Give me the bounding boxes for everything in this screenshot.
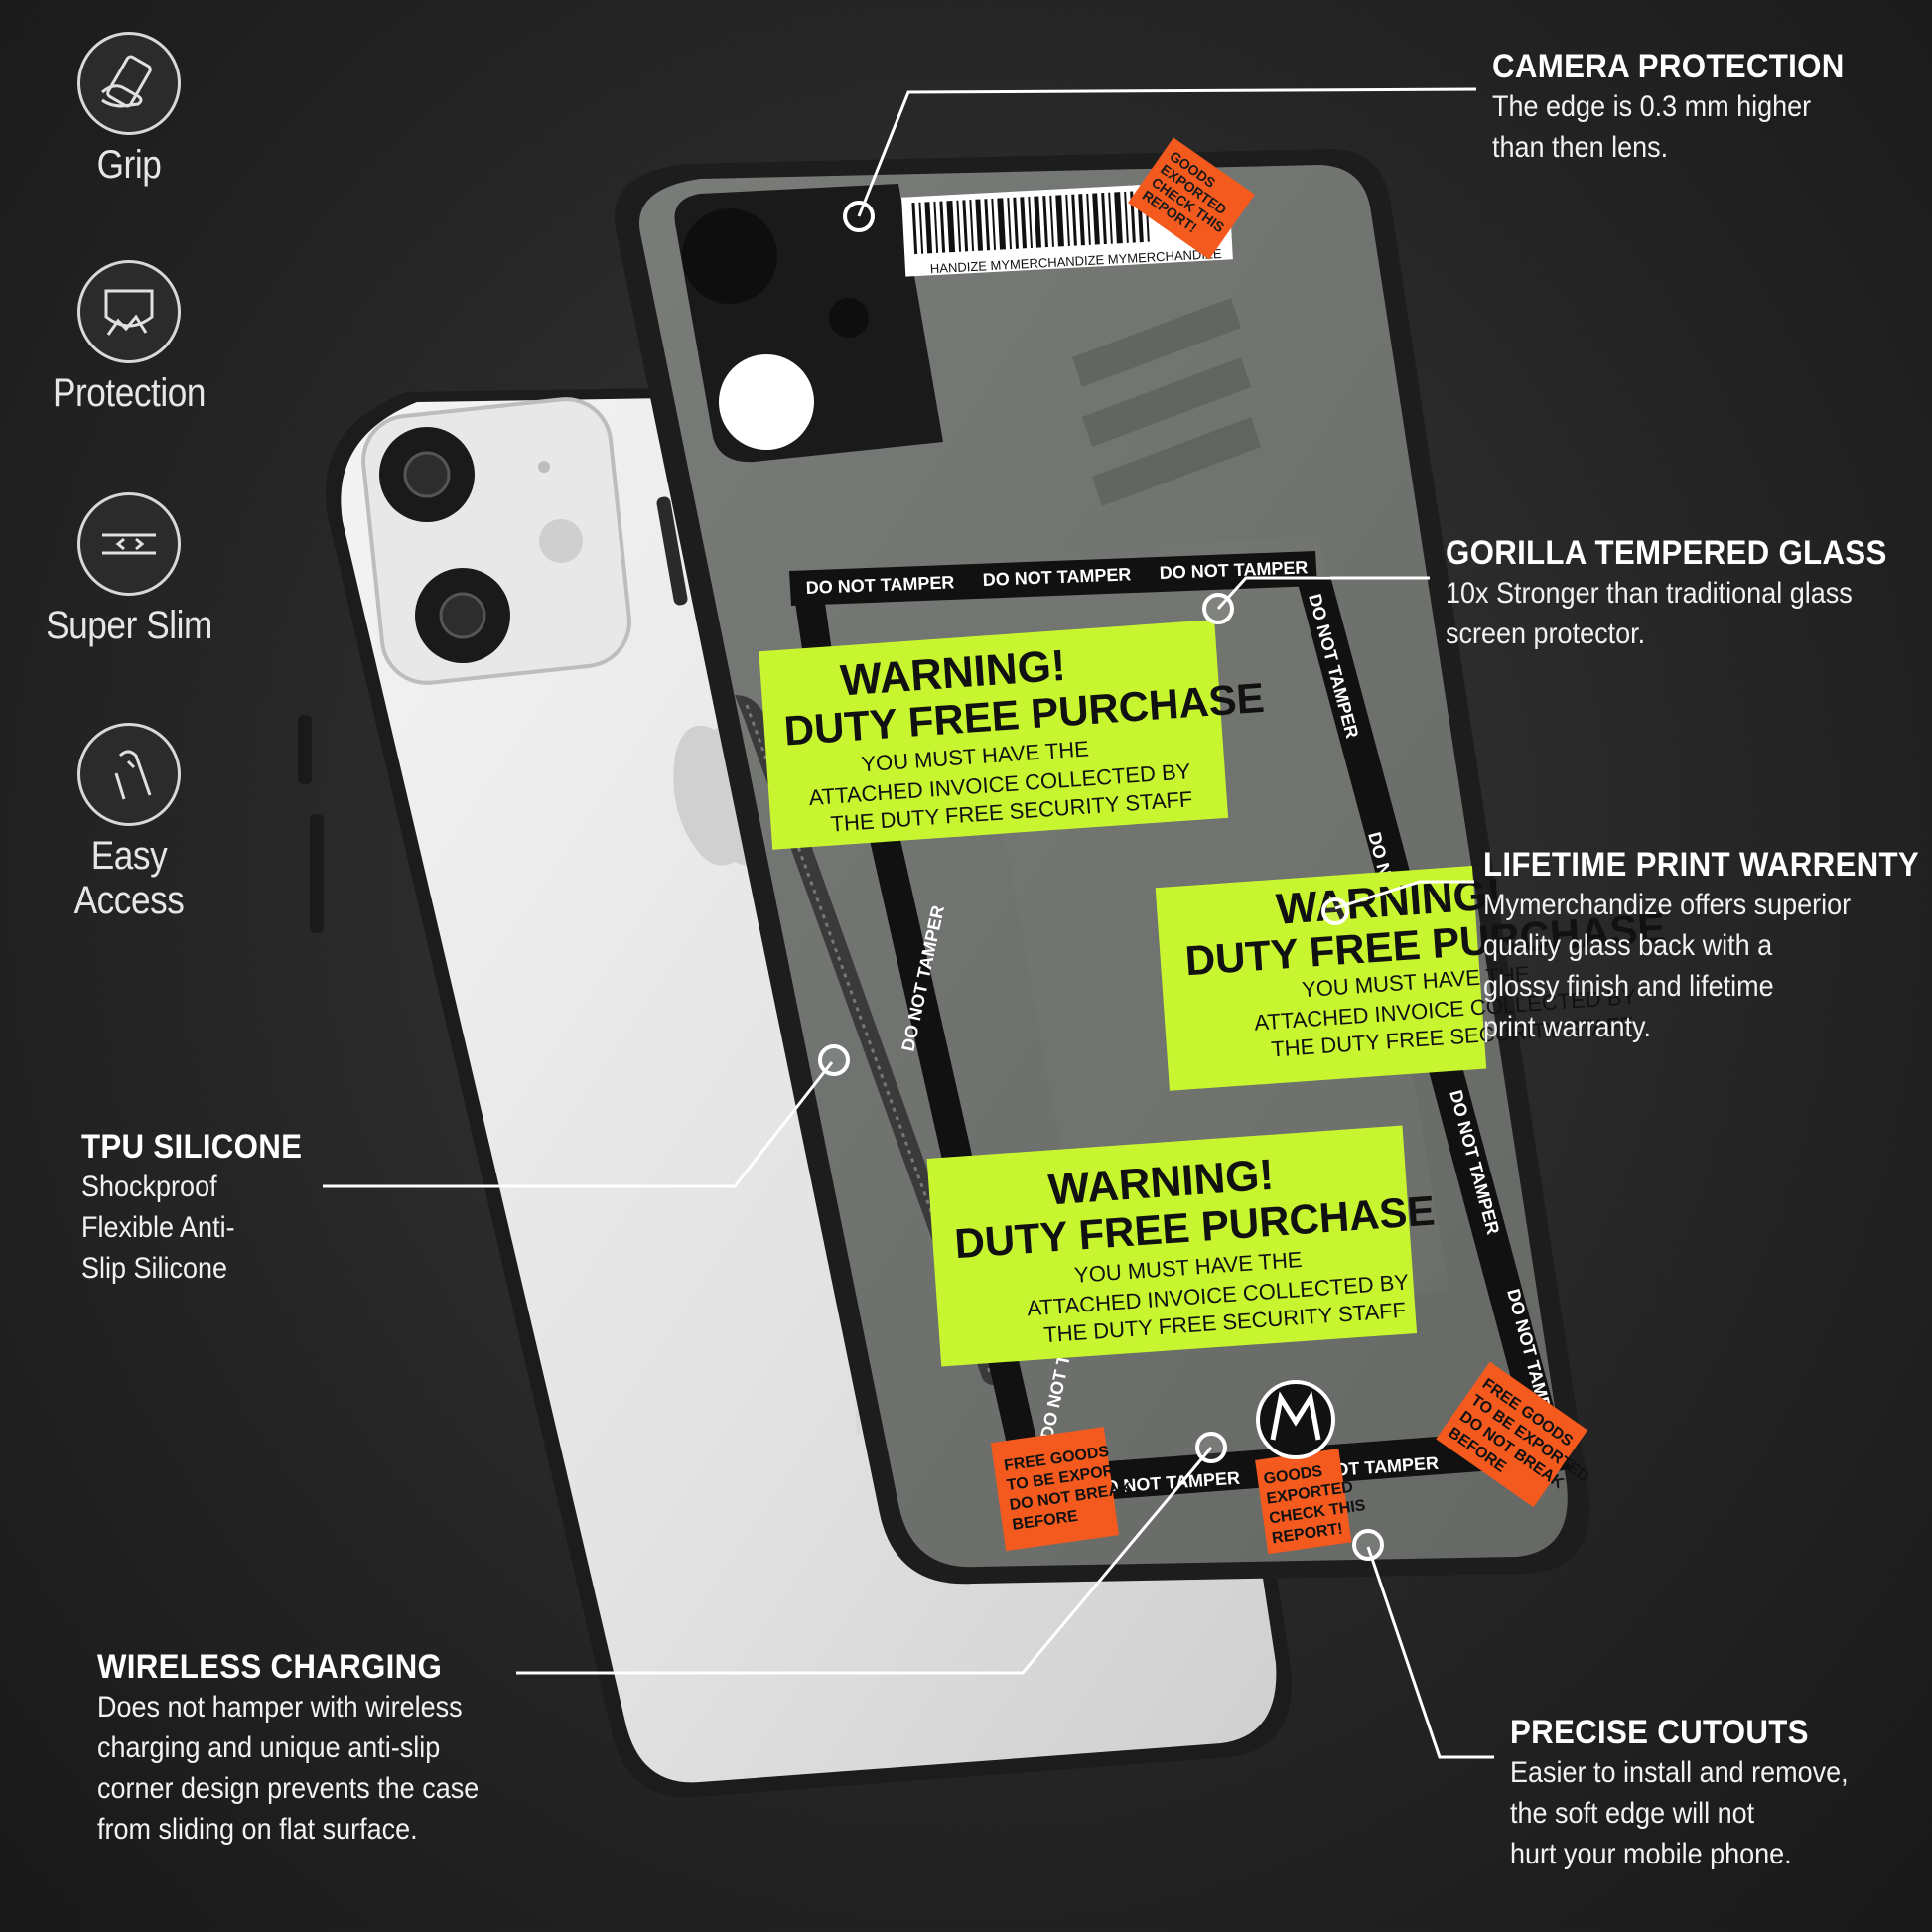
callout-line: from sliding on flat surface. xyxy=(97,1813,418,1846)
callout-precise-cutouts: PRECISE CUTOUTS Easier to install and re… xyxy=(1510,1714,1886,1874)
callout-title: WIRELESS CHARGING xyxy=(97,1648,443,1686)
warning-label-3: WARNING! DUTY FREE PURCHASE YOU MUST HAV… xyxy=(926,1125,1437,1367)
feature-label: Protection xyxy=(52,371,207,415)
callout-wireless-charging: WIRELESS CHARGING Does not hamper with w… xyxy=(97,1648,521,1850)
callout-line: The edge is 0.3 mm higher xyxy=(1492,90,1812,123)
callout-line: quality glass back with a xyxy=(1483,929,1773,962)
callout-lines xyxy=(323,87,1494,1759)
slim-layers-icon xyxy=(77,492,181,596)
wireless-callout-dot xyxy=(1195,1432,1227,1463)
camera-callout-dot xyxy=(843,201,875,232)
callout-line: Easier to install and remove, xyxy=(1510,1756,1849,1789)
callout-lifetime-print: LIFETIME PRINT WARRENTY Mymerchandize of… xyxy=(1483,846,1932,1047)
feature-label: Easy Access xyxy=(73,834,185,922)
warning-label-1: WARNING! DUTY FREE PURCHASE YOU MUST HAV… xyxy=(759,620,1266,850)
feature-grip: Grip xyxy=(20,32,238,188)
feature-super-slim: Super Slim xyxy=(20,492,238,648)
callout-camera-protection: CAMERA PROTECTION The edge is 0.3 mm hig… xyxy=(1492,48,1874,168)
callout-title: PRECISE CUTOUTS xyxy=(1510,1714,1809,1751)
callout-line: glossy finish and lifetime xyxy=(1483,970,1774,1003)
callout-line: Does not hamper with wireless xyxy=(97,1691,463,1724)
print-callout-dot xyxy=(1321,897,1349,925)
feature-label: Grip xyxy=(96,143,162,187)
callout-line: the soft edge will not xyxy=(1510,1797,1755,1830)
tpu-callout-dot xyxy=(818,1044,850,1076)
callout-line: Flexible Anti- xyxy=(81,1211,235,1244)
callout-line: corner design prevents the case xyxy=(97,1772,480,1805)
orange-sticker-bottom-mid: GOODS EXPORTED CHECK THIS REPORT! xyxy=(1255,1449,1367,1555)
callout-title: TPU SILICONE xyxy=(81,1128,303,1166)
callout-line: charging and unique anti-slip xyxy=(97,1731,441,1764)
glass-callout-dot xyxy=(1202,593,1234,624)
feature-easy-access: Easy Access xyxy=(20,723,238,923)
callout-title: GORILLA TEMPERED GLASS xyxy=(1446,534,1887,572)
glass-case: HANDIZE MYMERCHANDIZE MYMERCHANDIZE GOOD… xyxy=(614,137,1667,1585)
callout-title: LIFETIME PRINT WARRENTY xyxy=(1483,846,1920,884)
callout-line: hurt your mobile phone. xyxy=(1510,1838,1792,1870)
callout-line: Mymerchandize offers superior xyxy=(1483,889,1852,921)
shield-impact-icon xyxy=(77,260,181,363)
callout-line: than then lens. xyxy=(1492,131,1669,164)
touch-access-icon xyxy=(77,723,181,826)
callout-line: print warranty. xyxy=(1483,1011,1652,1043)
mymerchandize-logo-icon xyxy=(1256,1380,1335,1459)
hand-grip-icon xyxy=(77,32,181,135)
callout-line: Shockproof xyxy=(81,1171,217,1203)
callout-title: CAMERA PROTECTION xyxy=(1492,48,1845,85)
feature-protection: Protection xyxy=(20,260,238,416)
feature-label: Super Slim xyxy=(46,604,212,647)
callout-line: Slip Silicone xyxy=(81,1252,228,1285)
callout-line: 10x Stronger than traditional glass xyxy=(1446,577,1853,610)
orange-sticker-top: GOODS EXPORTED CHECK THIS REPORT! xyxy=(1128,137,1255,260)
cutouts-callout-dot xyxy=(1352,1529,1384,1561)
callout-tpu-silicone: TPU SILICONE Shockproof Flexible Anti- S… xyxy=(81,1128,322,1289)
orange-sticker-bottom-left: FREE GOODS TO BE EXPORTED DO NOT BREAK B… xyxy=(990,1427,1147,1552)
callout-gorilla-glass: GORILLA TEMPERED GLASS 10x Stronger than… xyxy=(1446,534,1925,654)
callout-line: screen protector. xyxy=(1446,618,1646,650)
